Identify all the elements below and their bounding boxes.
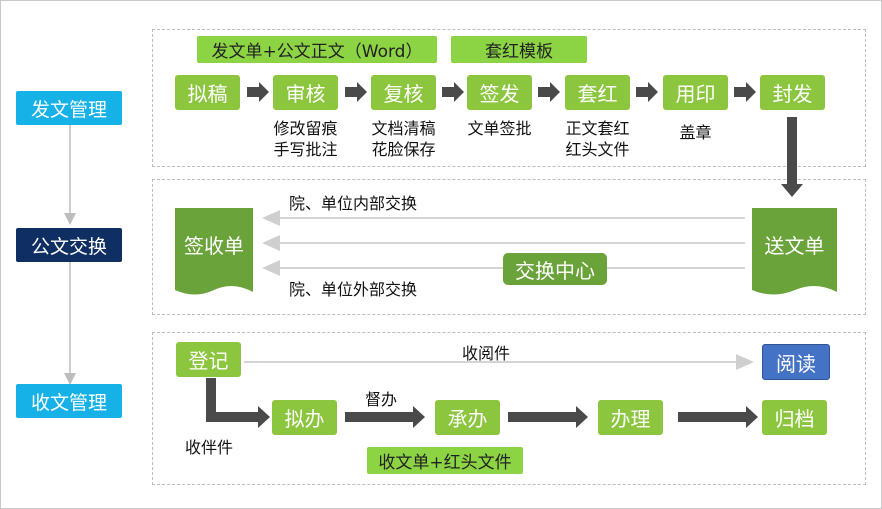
highlight-receive-content: 收文单+红头文件 xyxy=(367,447,523,474)
arrow-right xyxy=(734,82,756,102)
step-review[interactable]: 审核 xyxy=(273,75,338,110)
caption-redhead: 正文套红 红头文件 xyxy=(550,118,645,160)
caption-line: 红头文件 xyxy=(565,140,630,159)
internal-exchange-label: 院、单位内部交换 xyxy=(289,194,418,213)
receipt-label: 收伴件 xyxy=(185,438,234,457)
caption-line: 文档清稿 xyxy=(371,119,436,138)
arrow-right xyxy=(508,406,588,428)
read-label: 收阅件 xyxy=(462,344,511,363)
caption-line: 花脸保存 xyxy=(371,140,436,159)
sign-receipt-document-shape xyxy=(175,208,253,295)
caption-recheck: 文档清稿 花脸保存 xyxy=(356,118,451,160)
arrow-down xyxy=(781,117,803,197)
step-draft[interactable]: 拟稿 xyxy=(175,75,240,110)
sidebar-receive-management[interactable]: 收文管理 xyxy=(16,384,122,418)
step-undertake[interactable]: 承办 xyxy=(435,400,500,435)
sidebar-send-management[interactable]: 发文管理 xyxy=(16,91,122,125)
exchange-center[interactable]: 交换中心 xyxy=(503,253,607,285)
highlight-template: 套红模板 xyxy=(451,36,587,63)
arrow-right xyxy=(538,82,560,102)
supervise-label: 督办 xyxy=(365,390,398,409)
step-stamp[interactable]: 用印 xyxy=(663,75,728,110)
caption-line: 修改留痕 xyxy=(273,119,338,138)
arrow-right xyxy=(247,82,269,102)
send-document-label[interactable]: 送文单 xyxy=(764,233,825,258)
arrow-right xyxy=(636,82,658,102)
caption-sign: 文单签批 xyxy=(452,118,547,139)
caption-line: 正文套红 xyxy=(565,119,630,138)
external-exchange-label: 院、单位外部交换 xyxy=(289,280,418,299)
caption-line: 手写批注 xyxy=(273,140,338,159)
receive-panel xyxy=(152,332,866,485)
send-panel xyxy=(152,29,866,167)
caption-stamp: 盖章 xyxy=(648,122,743,143)
caption-review: 修改留痕 手写批注 xyxy=(258,118,353,160)
sidebar-document-exchange[interactable]: 公文交换 xyxy=(16,228,122,262)
step-archive[interactable]: 归档 xyxy=(762,400,827,435)
highlight-send-content: 发文单+公文正文（Word） xyxy=(197,36,437,63)
arrow-right xyxy=(678,406,758,428)
step-seal-send[interactable]: 封发 xyxy=(760,75,825,110)
step-register[interactable]: 登记 xyxy=(176,342,241,377)
step-read[interactable]: 阅读 xyxy=(762,344,830,380)
arrow-right xyxy=(442,82,464,102)
elbow-arrow xyxy=(206,378,270,428)
step-recheck[interactable]: 复核 xyxy=(371,75,436,110)
caption-line: 盖章 xyxy=(679,123,712,142)
send-document-shape xyxy=(752,208,837,295)
step-plan[interactable]: 拟办 xyxy=(272,400,337,435)
sign-receipt-label[interactable]: 签收单 xyxy=(184,233,244,258)
arrow-right xyxy=(345,406,425,428)
arrow-right xyxy=(345,82,367,102)
step-redhead[interactable]: 套红 xyxy=(565,75,630,110)
exchange-panel xyxy=(152,179,866,315)
caption-line: 文单签批 xyxy=(467,119,532,138)
step-handle[interactable]: 办理 xyxy=(598,400,663,435)
step-sign[interactable]: 签发 xyxy=(467,75,532,110)
